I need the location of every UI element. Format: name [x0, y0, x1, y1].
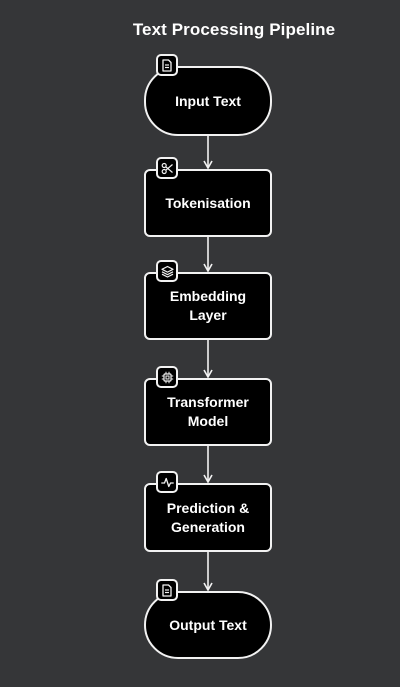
- node-tokenisation: Tokenisation: [144, 157, 272, 237]
- node-label: Tokenisation: [165, 194, 251, 211]
- document-icon: [156, 579, 178, 601]
- node-label: Input Text: [175, 92, 241, 109]
- node-prediction-generation: Prediction & Generation: [144, 471, 272, 552]
- node-label: Embedding Layer: [169, 288, 247, 323]
- node-label: Transformer Model: [167, 394, 249, 429]
- node-input-text: Input Text: [144, 54, 272, 136]
- scissors-icon: [156, 157, 178, 179]
- document-icon: [156, 54, 178, 76]
- node-label: Output Text: [169, 616, 247, 633]
- layers-icon: [156, 260, 178, 282]
- node-output-text: Output Text: [144, 579, 272, 659]
- node-transformer-model: Transformer Model: [144, 366, 272, 446]
- node-label: Prediction & Generation: [166, 499, 250, 535]
- activity-icon: [156, 471, 178, 493]
- chip-icon: [156, 366, 178, 388]
- diagram-title: Text Processing Pipeline: [132, 20, 336, 39]
- node-embedding-layer: Embedding Layer: [144, 260, 272, 340]
